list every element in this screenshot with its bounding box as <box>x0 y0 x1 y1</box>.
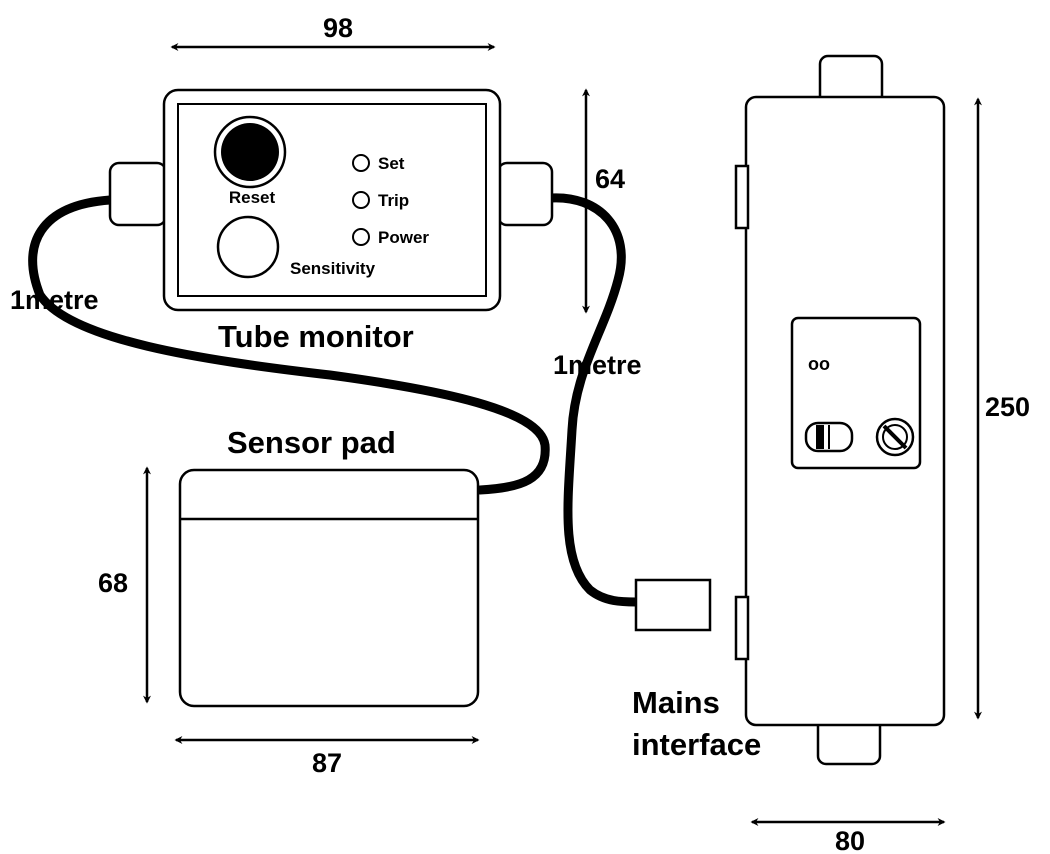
set-indicator-icon <box>352 154 370 172</box>
sensor-pad-width-value: 87 <box>312 748 342 778</box>
mains-interface-label: Mains <box>632 685 720 720</box>
reset-label: Reset <box>229 188 276 207</box>
sensitivity-knob <box>216 215 280 279</box>
mains-interface-label-line2: interface <box>632 727 761 762</box>
trip-indicator-label: Trip <box>378 191 409 210</box>
tube-monitor-left-connector <box>108 161 168 227</box>
tube-monitor-height-value: 64 <box>595 164 625 194</box>
mains-interface-upper-socket <box>734 164 750 230</box>
sensor-pad-label: Sensor pad <box>227 425 396 460</box>
mains-width-value: 80 <box>835 826 865 854</box>
reset-button <box>221 123 279 181</box>
power-indicator-icon <box>352 228 370 246</box>
tube-monitor-width-value: 98 <box>323 13 353 43</box>
tube-monitor-face <box>177 103 487 297</box>
left-cable <box>28 195 550 495</box>
power-indicator-label: Power <box>378 228 429 247</box>
sensitivity-label: Sensitivity <box>290 259 376 278</box>
sensor-pad-height-value: 68 <box>98 568 128 598</box>
mains-screw-icon <box>875 417 915 457</box>
tube-monitor-right-connector <box>496 161 554 227</box>
tube-monitor: Reset Sensitivity Set Trip Power <box>108 88 554 312</box>
sensor-pad-body <box>178 468 480 708</box>
right-cable-length: 1metre <box>553 350 642 380</box>
sensor-pad <box>178 468 480 708</box>
mains-interface: oo <box>734 54 946 766</box>
mains-height-value: 250 <box>985 392 1030 422</box>
left-cable-length: 1metre <box>10 285 99 315</box>
set-indicator-label: Set <box>378 154 405 173</box>
right-cable <box>545 193 643 607</box>
mains-switch-icon <box>804 421 854 453</box>
mains-interface-lower-socket <box>734 595 750 661</box>
tube-monitor-label: Tube monitor <box>218 319 414 354</box>
mains-panel-indicator: oo <box>808 354 830 374</box>
trip-indicator-icon <box>352 191 370 209</box>
mains-plug <box>634 578 712 632</box>
